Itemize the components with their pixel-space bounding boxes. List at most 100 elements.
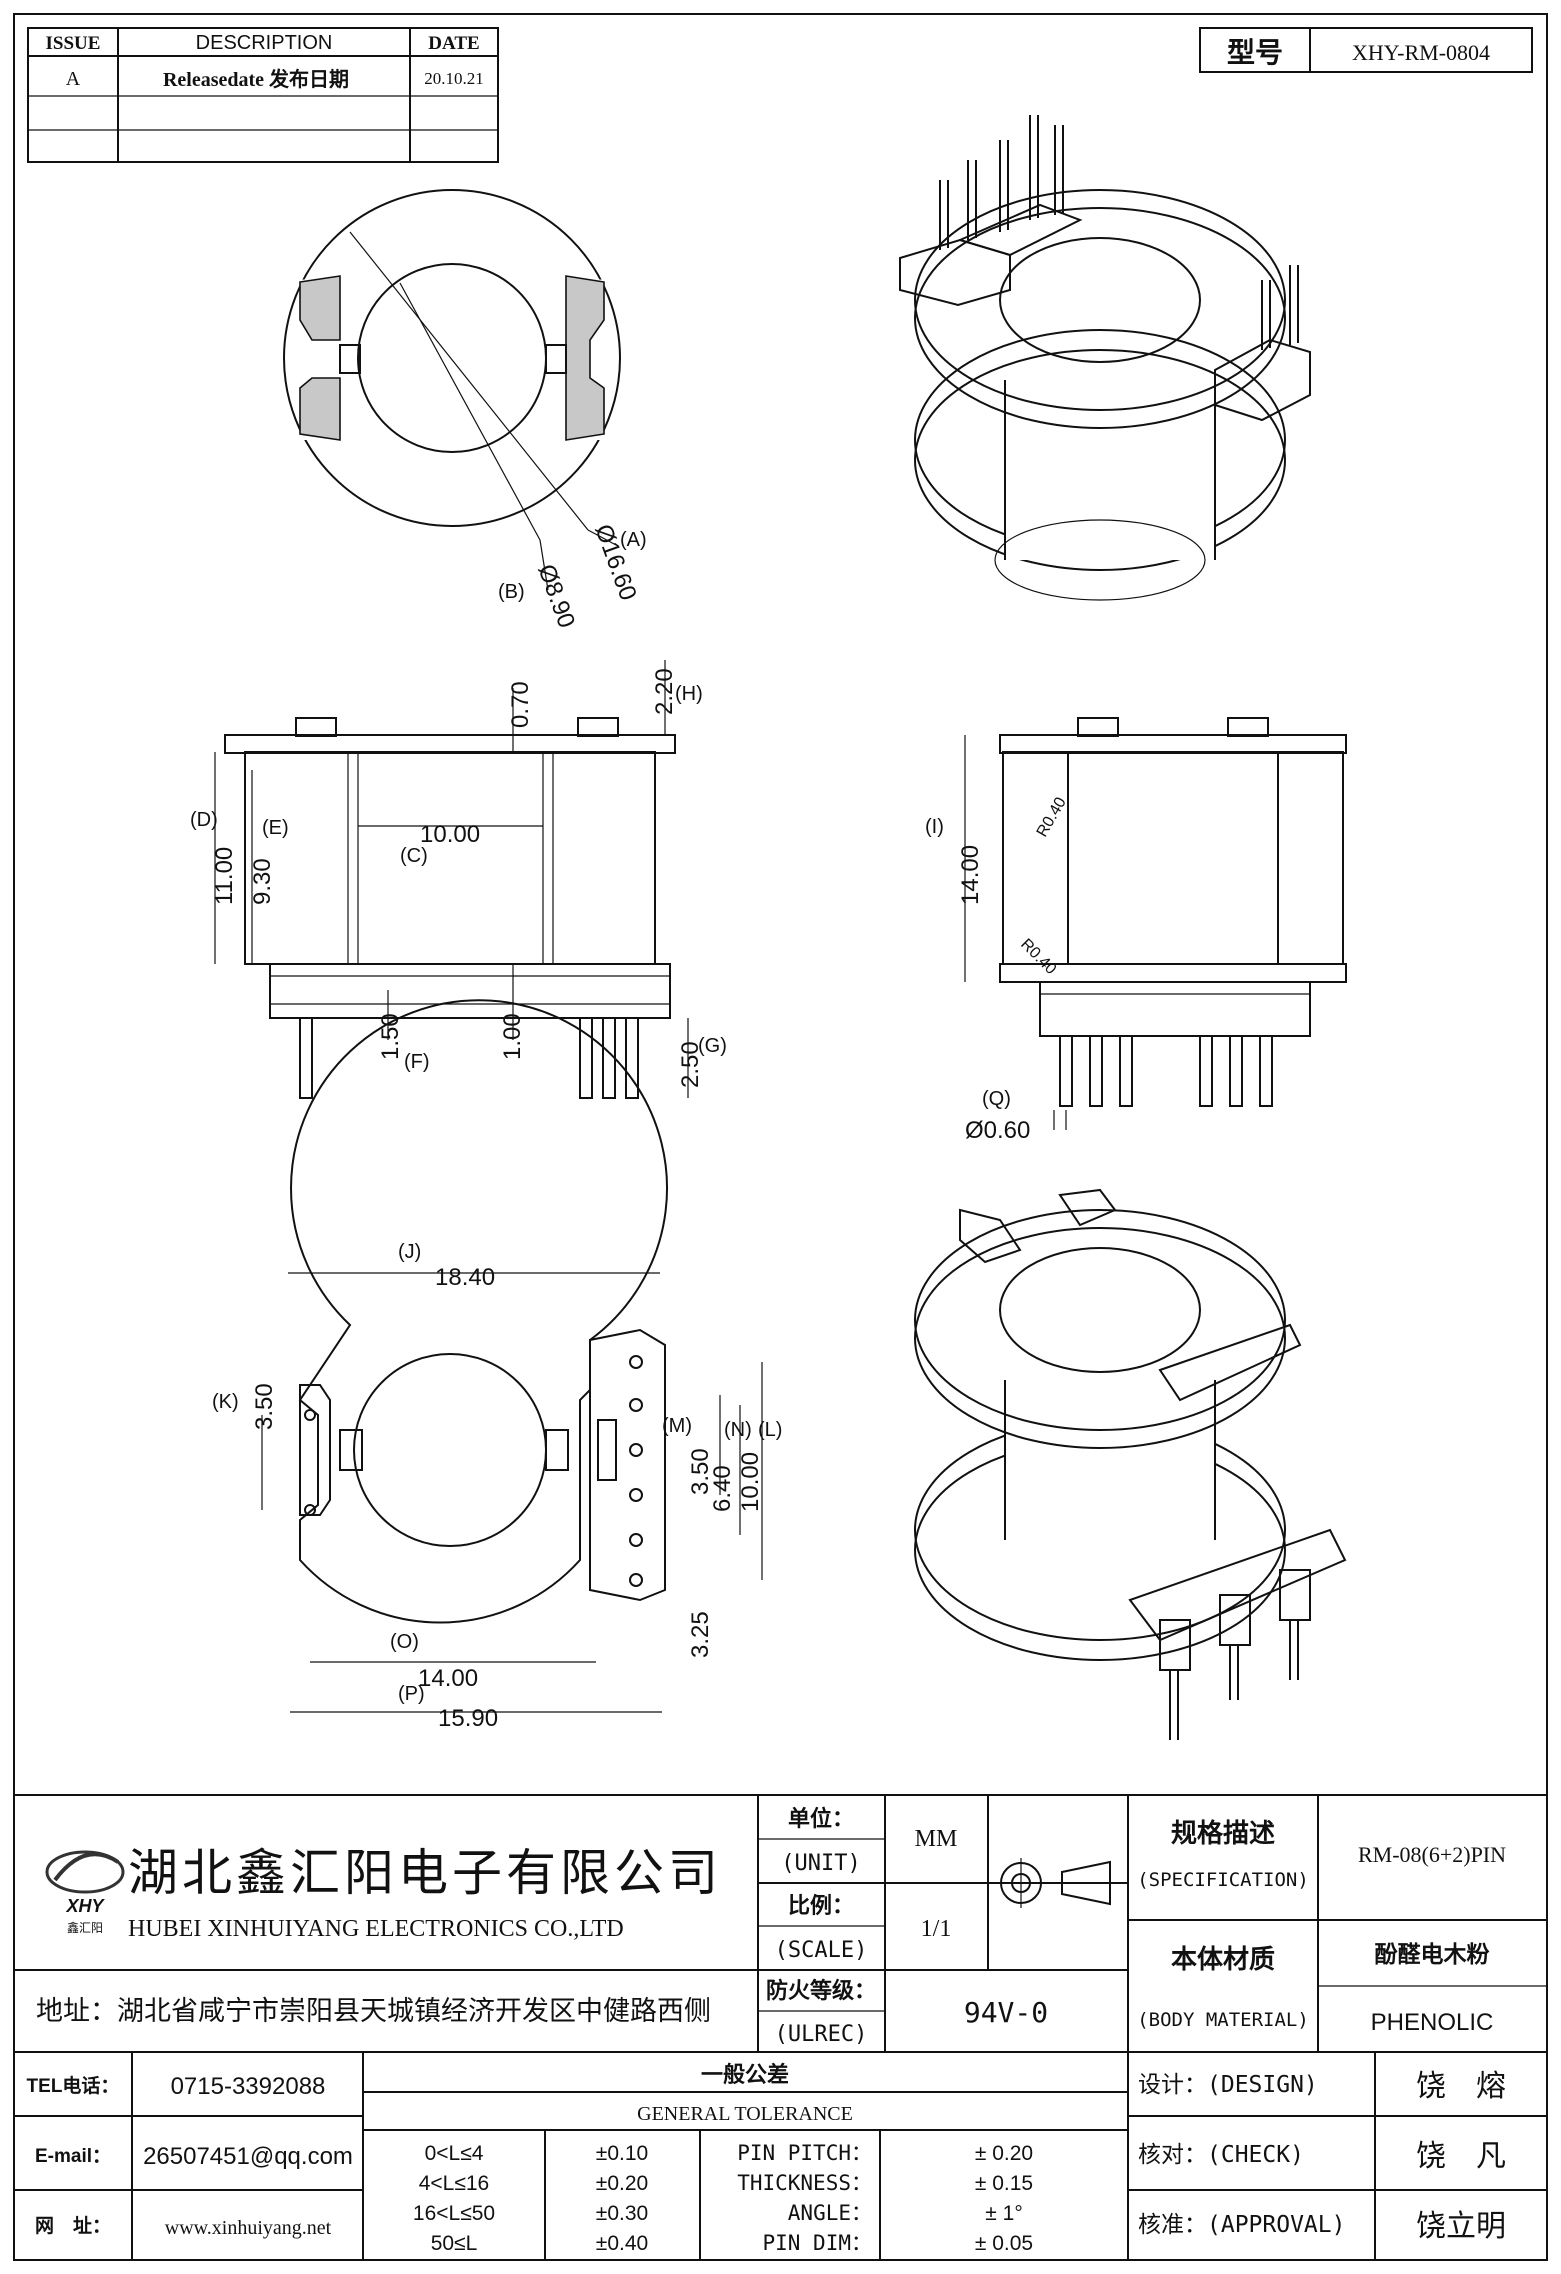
- email-label: E-mail：: [35, 2146, 111, 2167]
- web-label: 网 址：: [35, 2215, 111, 2237]
- scale-label: 比例：: [788, 1893, 854, 1918]
- tol-value: ±0.10: [596, 2142, 648, 2165]
- material-label: 本体材质: [1171, 1944, 1275, 1974]
- design-value: 饶 熔: [1416, 2070, 1506, 2103]
- date-cell: 20.10.21: [424, 69, 484, 88]
- dim-extra: 3.25: [687, 1611, 714, 1658]
- description-header: DESCRIPTION: [196, 32, 333, 54]
- dim-d: 11.00: [211, 847, 238, 905]
- dim-m: 3.50: [687, 1448, 714, 1495]
- model-number: XHY-RM-0804: [1352, 40, 1490, 65]
- callout-n: (N): [724, 1419, 752, 1441]
- logo-text: XHY: [65, 1896, 105, 1916]
- title-block: XHY 鑫汇阳 湖北鑫汇阳电子有限公司 HUBEI XINHUIYANG ELE…: [14, 1794, 1547, 2260]
- tolerance-title-cn: 一般公差: [701, 2062, 789, 2087]
- fire-label-en: (ULREC): [775, 2022, 868, 2047]
- dim-r-lower: R0.40: [1017, 936, 1059, 978]
- sheet-border: [13, 13, 1548, 2261]
- company-name-cn: 湖北鑫汇阳电子有限公司: [128, 1845, 722, 1901]
- callout-c: (C): [400, 845, 428, 867]
- approval-value: 饶立明: [1416, 2210, 1506, 2243]
- dim-f: 1.50: [377, 1013, 404, 1060]
- tolerance-row: 50≤L ±0.40 PIN DIM： ± 0.05: [431, 2231, 1033, 2255]
- tol-item: ANGLE：: [788, 2201, 872, 2225]
- spec-label: 规格描述: [1171, 1818, 1275, 1848]
- dim-k: 3.50: [251, 1383, 278, 1430]
- issue-header: ISSUE: [46, 33, 101, 54]
- callout-d: (D): [190, 809, 218, 831]
- isometric-view-bottom: [914, 1188, 1347, 1740]
- callout-m: (M): [662, 1415, 692, 1437]
- dim-n: 6.40: [709, 1465, 736, 1512]
- dim-h: 2.20: [651, 668, 678, 715]
- dim-o: 14.00: [418, 1665, 478, 1692]
- revision-table: ISSUE DESCRIPTION DATE A Releasedate 发布日…: [27, 27, 499, 163]
- dim-b: Ø8.90: [532, 561, 580, 632]
- tol-item-value: ± 1°: [985, 2202, 1022, 2225]
- scale-value: 1/1: [921, 1916, 952, 1942]
- tol-value: ±0.30: [596, 2202, 648, 2225]
- tolerance-row: 0<L≤4 ±0.10 PIN PITCH： ± 0.20: [425, 2141, 1034, 2165]
- spec-value: RM-08(6+2)PIN: [1358, 1842, 1506, 1867]
- callout-e: (E): [262, 817, 289, 839]
- callout-l: (L): [758, 1419, 782, 1441]
- company-address: 地址：湖北省咸宁市崇阳县天城镇经济开发区中健路西侧: [36, 1996, 711, 2026]
- email-value: 26507451@qq.com: [143, 2143, 353, 2170]
- model-label: 型号: [1227, 37, 1283, 68]
- tolerance-row: 16<L≤50 ±0.30 ANGLE： ± 1°: [413, 2201, 1023, 2225]
- check-value: 饶 凡: [1416, 2140, 1506, 2173]
- dim-e: 9.30: [249, 858, 276, 905]
- issue-cell: A: [66, 68, 81, 90]
- callout-b: (B): [498, 581, 525, 603]
- company-name-en: HUBEI XINHUIYANG ELECTRONICS CO.,LTD: [128, 1916, 624, 1942]
- tel-label: TEL电话：: [27, 2074, 120, 2097]
- dim-i: 14.00: [957, 845, 984, 905]
- company-logo: XHY 鑫汇阳: [45, 1850, 125, 1935]
- front-view: (D) (E) (C) (F) (G) (H) 10.00 11.00 9.30…: [190, 660, 727, 1099]
- web-value: www.xinhuiyang.net: [165, 2217, 332, 2239]
- tol-range: 4<L≤16: [419, 2172, 490, 2195]
- callout-q: (Q): [982, 1088, 1011, 1110]
- dim-r-upper: R0.40: [1034, 794, 1070, 840]
- bottom-view: (J) 18.40 (K) 3.50 (M) (N) (L) 3.50 6.40…: [212, 999, 782, 1732]
- dim-j: 18.40: [435, 1264, 495, 1291]
- side-view: (I) 14.00 R0.40 R0.40 (Q) Ø0.60: [925, 717, 1347, 1144]
- callout-k: (K): [212, 1391, 239, 1413]
- tol-item: PIN PITCH：: [737, 2141, 872, 2165]
- callout-f: (F): [404, 1051, 430, 1073]
- scale-label-en: (SCALE): [775, 1938, 868, 1963]
- tol-item-value: ± 0.05: [975, 2232, 1033, 2255]
- callout-g: (G): [698, 1035, 727, 1057]
- tel-value: 0715-3392088: [171, 2073, 326, 2100]
- approval-label: 核准：(APPROVAL): [1138, 2212, 1345, 2238]
- material-value-en: PHENOLIC: [1371, 2009, 1494, 2036]
- tolerance-row: 4<L≤16 ±0.20 THICKNESS： ± 0.15: [419, 2171, 1033, 2195]
- tol-item: THICKNESS：: [737, 2171, 872, 2195]
- fire-value: 94V-0: [964, 1996, 1048, 2029]
- tol-item: PIN DIM：: [762, 2231, 872, 2255]
- callout-i: (I): [925, 816, 944, 838]
- tolerance-title-en: GENERAL TOLERANCE: [637, 2103, 853, 2125]
- material-label-en: (BODY MATERIAL): [1137, 2009, 1309, 2031]
- dim-l: 10.00: [737, 1452, 764, 1512]
- unit-label: 单位：: [788, 1806, 854, 1831]
- date-header: DATE: [428, 33, 479, 54]
- spec-label-en: (SPECIFICATION): [1137, 1869, 1309, 1891]
- isometric-view-top: [899, 115, 1311, 601]
- model-box: 型号 XHY-RM-0804: [1199, 27, 1533, 73]
- logo-cn: 鑫汇阳: [67, 1920, 103, 1935]
- tol-range: 0<L≤4: [425, 2142, 484, 2165]
- callout-o: (O): [390, 1631, 419, 1653]
- callout-h: (H): [675, 683, 703, 705]
- dim-q: Ø0.60: [965, 1117, 1030, 1144]
- material-value-cn: 酚醛电木粉: [1375, 1941, 1490, 1967]
- callout-a: (A): [620, 529, 647, 551]
- tol-range: 16<L≤50: [413, 2202, 495, 2225]
- tol-item-value: ± 0.20: [975, 2142, 1033, 2165]
- description-cell: Releasedate 发布日期: [163, 67, 349, 91]
- top-view: (A) (B) Ø16.60 Ø8.90: [283, 189, 647, 632]
- tol-value: ±0.40: [596, 2232, 648, 2255]
- dim-g: 2.50: [677, 1041, 704, 1088]
- dim-base-gap: 1.00: [499, 1013, 526, 1060]
